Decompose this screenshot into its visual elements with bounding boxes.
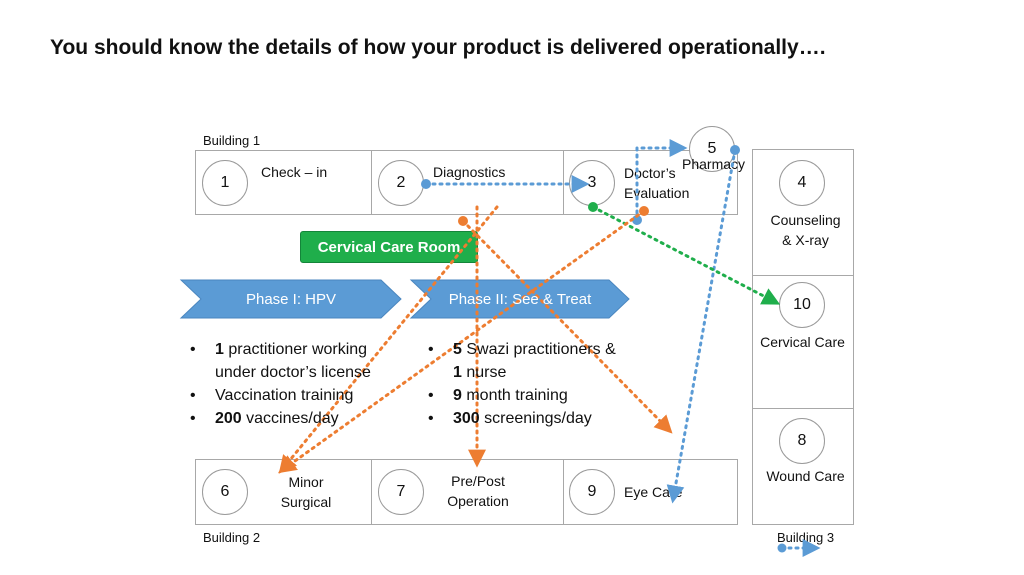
room-number-6: 6	[202, 469, 248, 515]
green-path-doctor-to-cervical	[591, 205, 781, 305]
orange-paths	[278, 205, 673, 474]
room-number-10: 10	[779, 282, 825, 328]
phase-1-chevron	[179, 279, 402, 319]
room-number-1: 1	[202, 160, 248, 206]
green-path-start-dot	[588, 202, 598, 212]
room-number-5: 5	[689, 126, 735, 172]
phase-2-chevron	[409, 279, 630, 319]
room-number-2: 2	[378, 160, 424, 206]
room-number-4: 4	[779, 160, 825, 206]
phase-2-bullets: •5 Swazi practitioners & 1 nurse •9 mont…	[428, 338, 616, 430]
phase-2-bullet: •300 screenings/day	[428, 410, 592, 427]
orange-path-cervical-dot	[458, 216, 468, 226]
room-label-wound-care: Wound Care	[766, 468, 845, 484]
room-number-7: 7	[378, 469, 424, 515]
phase-1-label: Phase I: HPV	[245, 290, 337, 308]
room-label-check-in: Check – in	[261, 164, 328, 180]
page-title: You should know the details of how your …	[50, 36, 826, 59]
blue-path-pharmacy-to-eye-care	[666, 148, 737, 504]
phase-2-bullet: •9 month training	[428, 387, 568, 404]
phase-2-bullet: •5 Swazi practitioners & 1 nurse	[428, 341, 616, 381]
room-label-pharmacy: Pharmacy	[682, 156, 746, 172]
blue-path-doctor-dot	[632, 215, 642, 225]
orange-path-doctor-dot	[639, 206, 649, 216]
phase-1-bullets: •1 practitioner working under doctor’s l…	[190, 338, 371, 430]
blue-path-pharmacy-dot	[730, 145, 740, 155]
phase-1-bullet: •1 practitioner working under doctor’s l…	[190, 341, 371, 381]
phase-1-bullet: •Vaccination training	[190, 387, 354, 404]
building-1-label: Building 1	[203, 133, 261, 148]
blue-path-start-dot	[421, 179, 431, 189]
legend-blue-dot	[777, 543, 787, 553]
phase-1-bullet: •200 vaccines/day	[190, 410, 339, 427]
cervical-care-room-badge: Cervical Care Room	[300, 231, 478, 263]
room-label-pre-post-operation: Pre/Post Operation	[447, 473, 509, 509]
room-number-9: 9	[569, 469, 615, 515]
room-label-diagnostics: Diagnostics	[433, 164, 506, 180]
room-label-counseling-xray: Counseling & X-ray	[770, 212, 841, 248]
building-2-label: Building 2	[203, 530, 261, 545]
room-label-cervical-care: Cervical Care	[760, 334, 845, 350]
phase-2-label: Phase II: See & Treat	[448, 290, 592, 308]
room-number-8: 8	[779, 418, 825, 464]
blue-path-doctor-to-pharmacy	[635, 139, 688, 222]
room-label-minor-surgical: Minor Surgical	[280, 474, 332, 510]
